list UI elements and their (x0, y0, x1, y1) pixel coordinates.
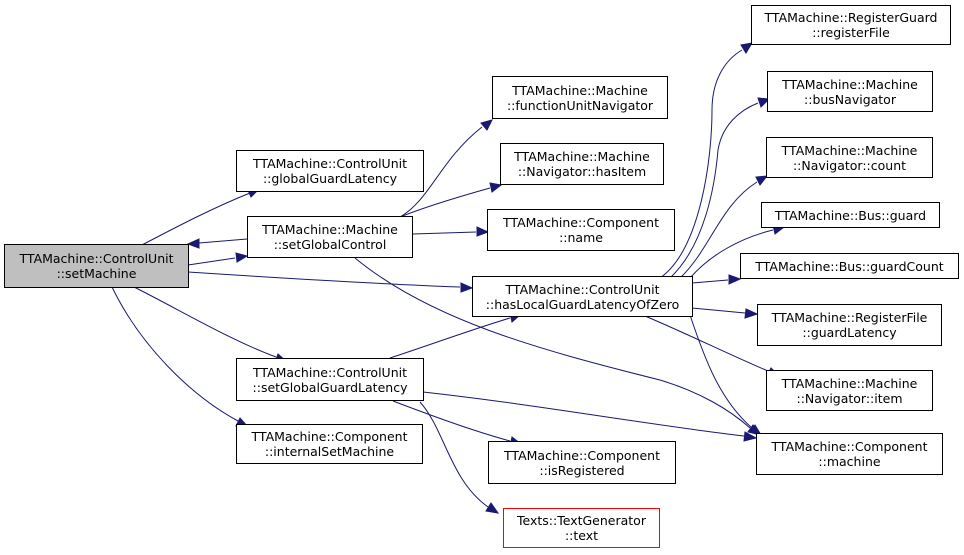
node-controlunit-setmachine: TTAMachine::ControlUnit ::setMachine (4, 244, 189, 288)
node-label-line1: TTAMachine::Machine (781, 375, 918, 391)
node-label-line1: TTAMachine::Component (251, 429, 408, 444)
node-navigator-count[interactable]: TTAMachine::Machine ::Navigator::count (766, 137, 933, 178)
edge-setglobalguardlatency-text (419, 401, 489, 508)
node-label-line1: TTAMachine::Bus::guard (774, 207, 927, 223)
node-bus-guardcount[interactable]: TTAMachine::Bus::guardCount (740, 253, 959, 279)
node-label-line1: TTAMachine::Component (504, 447, 660, 463)
edge-setmachine-haslocalguardlatency (187, 271, 461, 288)
node-component-name[interactable]: TTAMachine::Component ::name (487, 209, 675, 251)
node-label-line2: ::setMachine (56, 266, 137, 281)
edge-arrowhead (460, 282, 474, 293)
edge-setglobalcontrol-functionunitnavigator (399, 126, 483, 218)
node-label-line1: TTAMachine::ControlUnit (19, 251, 174, 266)
edge-arrowhead (489, 182, 503, 193)
edge-setglobalcontrol-componentname (412, 231, 477, 235)
edge-arrowhead (186, 238, 200, 249)
edge-haslocal-busnavigator (669, 102, 759, 279)
node-component-machine[interactable]: TTAMachine::Component ::machine (756, 433, 943, 475)
edge-arrowhead (485, 502, 500, 514)
node-registerfile-guardlatency[interactable]: TTAMachine::RegisterFile ::guardLatency (757, 304, 942, 346)
node-label-line2: ::isRegistered (539, 462, 625, 478)
node-controlunit-setglobalguardlatency[interactable]: TTAMachine::ControlUnit ::setGlobalGuard… (236, 358, 424, 401)
node-label-line1: TTAMachine::Machine (262, 222, 398, 237)
node-label-line1: TTAMachine::Machine (514, 149, 650, 164)
edge-setmachine-setglobalcontrol-2 (187, 257, 236, 266)
node-navigator-hasitem[interactable]: TTAMachine::Machine ::Navigator::hasItem (500, 143, 664, 185)
node-label-line2: ::setGlobalControl (273, 237, 387, 252)
node-label-line2: ::functionUnitNavigator (506, 97, 654, 113)
node-machine-busnavigator[interactable]: TTAMachine::Machine ::busNavigator (767, 71, 933, 112)
node-label-line2: ::registerFile (812, 25, 890, 40)
edge-haslocal-busguardcount (691, 279, 729, 284)
edge-setmachine-internalsetmachine (111, 286, 239, 422)
edge-setglobalguardlatency-isregistered (392, 400, 511, 442)
edge-arrowhead (744, 308, 759, 319)
node-label-line2: ::Navigator::item (796, 390, 903, 406)
node-label-line2: ::text (564, 528, 599, 543)
edge-haslocal-navigatoritem (644, 315, 769, 372)
node-label-line2: ::Navigator::count (792, 157, 907, 173)
node-label-line2: ::globalGuardLatency (262, 171, 398, 186)
node-component-isregistered[interactable]: TTAMachine::Component ::isRegistered (488, 441, 676, 484)
node-label-line1: TTAMachine::RegisterGuard (764, 10, 938, 25)
edge-haslocal-navigatorcount (679, 181, 758, 279)
edge-haslocal-componentmachine (689, 314, 753, 429)
edge-setmachine-setglobalcontrol (198, 238, 248, 244)
node-label-line2: ::machine (818, 454, 881, 469)
edge-arrowhead (743, 431, 758, 442)
edge-arrowhead (728, 274, 742, 285)
node-label-line1: TTAMachine::Component (771, 439, 928, 454)
edge-haslocal-rfguardlatency (691, 307, 746, 314)
node-machine-setglobalcontrol[interactable]: TTAMachine::Machine ::setGlobalControl (247, 216, 413, 258)
node-label-line2: ::setGlobalGuardLatency (252, 379, 408, 395)
node-label-line2: ::Navigator::hasItem (517, 164, 647, 179)
node-label-line1: Texts::TextGenerator (517, 513, 646, 528)
node-label-line1: TTAMachine::ControlUnit (252, 364, 407, 380)
edge-arrowhead (757, 97, 771, 108)
node-bus-guard[interactable]: TTAMachine::Bus::guard (761, 202, 940, 228)
node-label-line2: ::busNavigator (804, 91, 896, 107)
node-machine-functionunitnavigator[interactable]: TTAMachine::Machine ::functionUnitNaviga… (492, 76, 668, 119)
node-registerguard-registerfile[interactable]: TTAMachine::RegisterGuard ::registerFile (751, 5, 951, 45)
node-navigator-item[interactable]: TTAMachine::Machine ::Navigator::item (766, 370, 933, 411)
node-controlunit-haslocalguardlatencyofzero[interactable]: TTAMachine::ControlUnit ::hasLocalGuardL… (472, 276, 693, 317)
node-component-internalsetmachine[interactable]: TTAMachine::Component ::internalSetMachi… (236, 424, 423, 464)
edge-arrowhead (480, 119, 493, 131)
node-controlunit-globalguardlatency[interactable]: TTAMachine::ControlUnit ::globalGuardLat… (236, 150, 424, 192)
edge-setmachine-globalguardlatency (141, 192, 251, 246)
edge-arrowhead (740, 42, 753, 54)
node-label-line2: ::guardLatency (802, 325, 897, 340)
node-label-line1: TTAMachine::Machine (781, 142, 918, 158)
edge-setglobalguardlatency-componentmachine (422, 391, 745, 437)
node-label-line2: ::hasLocalGuardLatencyOfZero (485, 296, 680, 312)
edge-setglobalguardlatency-haslocalguardlatency (389, 317, 511, 359)
edge-arrowhead (748, 424, 763, 436)
node-label-line1: TTAMachine::Component (503, 215, 659, 230)
edge-haslocal-registerfile (659, 49, 743, 279)
node-label-line1: TTAMachine::Machine (782, 76, 918, 92)
edge-arrowhead (755, 175, 769, 186)
node-label-line1: TTAMachine::ControlUnit (505, 281, 660, 297)
edge-setglobalcontrol-componentmachine (354, 257, 751, 429)
edge-arrowhead (235, 252, 249, 263)
node-label-line2: ::name (559, 230, 603, 245)
edge-setmachine-setglobalguardlatency (133, 286, 277, 358)
node-label-line1: TTAMachine::Machine (512, 82, 648, 98)
node-label-line1: TTAMachine::Bus::guardCount (755, 258, 944, 274)
node-label-line1: TTAMachine::ControlUnit (252, 156, 407, 171)
node-label-line1: TTAMachine::RegisterFile (771, 310, 928, 325)
node-textgenerator-text[interactable]: Texts::TextGenerator ::text (503, 508, 660, 548)
node-label-line2: ::internalSetMachine (264, 444, 395, 459)
edge-setglobalcontrol-hasitem (399, 187, 491, 218)
edge-arrowhead (476, 226, 490, 237)
edge-haslocal-busguard (689, 229, 774, 279)
